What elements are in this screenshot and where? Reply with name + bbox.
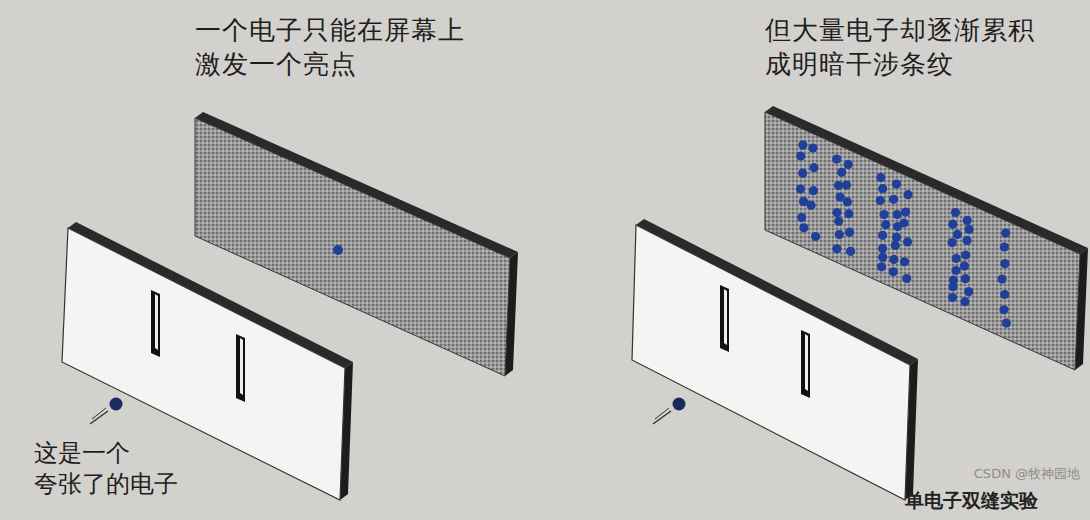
hit-dot [1000,242,1009,251]
hit-dot [965,225,974,234]
hit-dot [844,209,853,218]
hit-dot [796,185,805,194]
hit-dot [948,220,957,229]
hit-dot [877,262,886,271]
hit-dot [1001,229,1010,238]
hit-dot [964,287,973,296]
hit-dot [809,163,818,172]
hit-dot [903,237,912,246]
hit-dot [878,231,887,240]
hit-dot [798,169,807,178]
annotation-text: 这是一个 夸张了的电子 [34,438,209,500]
hit-dot [953,230,962,239]
hit-dot [846,247,855,256]
hit-dot [1000,290,1009,299]
hit-dot [889,267,898,276]
hit-dot [892,180,901,189]
hit-dot [961,274,970,283]
electron [653,398,686,425]
hit-dot [889,195,898,204]
hit-dot [834,181,843,190]
double-slit-plate [632,219,918,500]
hit-dot [832,208,841,217]
hit-dot [948,238,957,247]
hit-dot [902,274,911,283]
hit-dot [878,244,887,253]
hit-dot [333,245,343,255]
hit-dot [811,232,820,241]
hit-dot [843,197,852,206]
caption: 单电子双缝实验 [905,488,1038,513]
hit-dot [951,208,960,217]
hit-dot [948,282,957,291]
hit-dot [835,230,844,239]
hit-dot [961,250,970,259]
hit-dot [807,201,816,210]
hit-dot [796,152,805,161]
hit-dot [952,254,961,263]
hit-dot [798,141,807,150]
hit-dot [797,213,806,222]
hit-dot [1000,259,1009,268]
hit-dot [951,266,960,275]
hit-dot [963,216,972,225]
hit-dot [901,207,910,216]
annotation-text: 一个电子只能在屏幕上 激发一个亮点 [195,14,495,82]
watermark: CSDN @牧神园地 [974,466,1080,483]
hit-dot [900,257,909,266]
hit-dot [878,184,887,193]
hit-dot [899,218,908,227]
hit-dot [891,241,900,250]
hit-dot [799,223,808,232]
hit-dot [880,210,889,219]
hit-dot [960,262,969,271]
hit-dot [809,186,818,195]
hit-dot [876,173,885,182]
hit-dot [844,160,853,169]
hit-dot [878,253,887,262]
hit-dot [837,168,846,177]
hit-dot [834,217,843,226]
hit-dot [904,190,913,199]
hit-dot [1002,319,1011,328]
hit-dot [842,181,851,190]
annotation-text: 但大量电子却逐渐累积 成明暗干涉条纹 [765,14,1065,82]
hit-dot [808,143,817,152]
hit-dot [892,233,901,242]
hit-dot [948,293,957,302]
hit-dot [881,220,890,229]
hit-dot [832,244,841,253]
hit-dot [962,236,971,245]
hit-dot [876,196,885,205]
hit-dot [889,255,898,264]
hit-dot [845,228,854,237]
hit-dot [832,155,841,164]
hit-dot [999,305,1008,314]
hit-dot [960,297,969,306]
electron [90,398,123,425]
hit-dot [893,210,902,219]
hit-dot [998,275,1007,284]
